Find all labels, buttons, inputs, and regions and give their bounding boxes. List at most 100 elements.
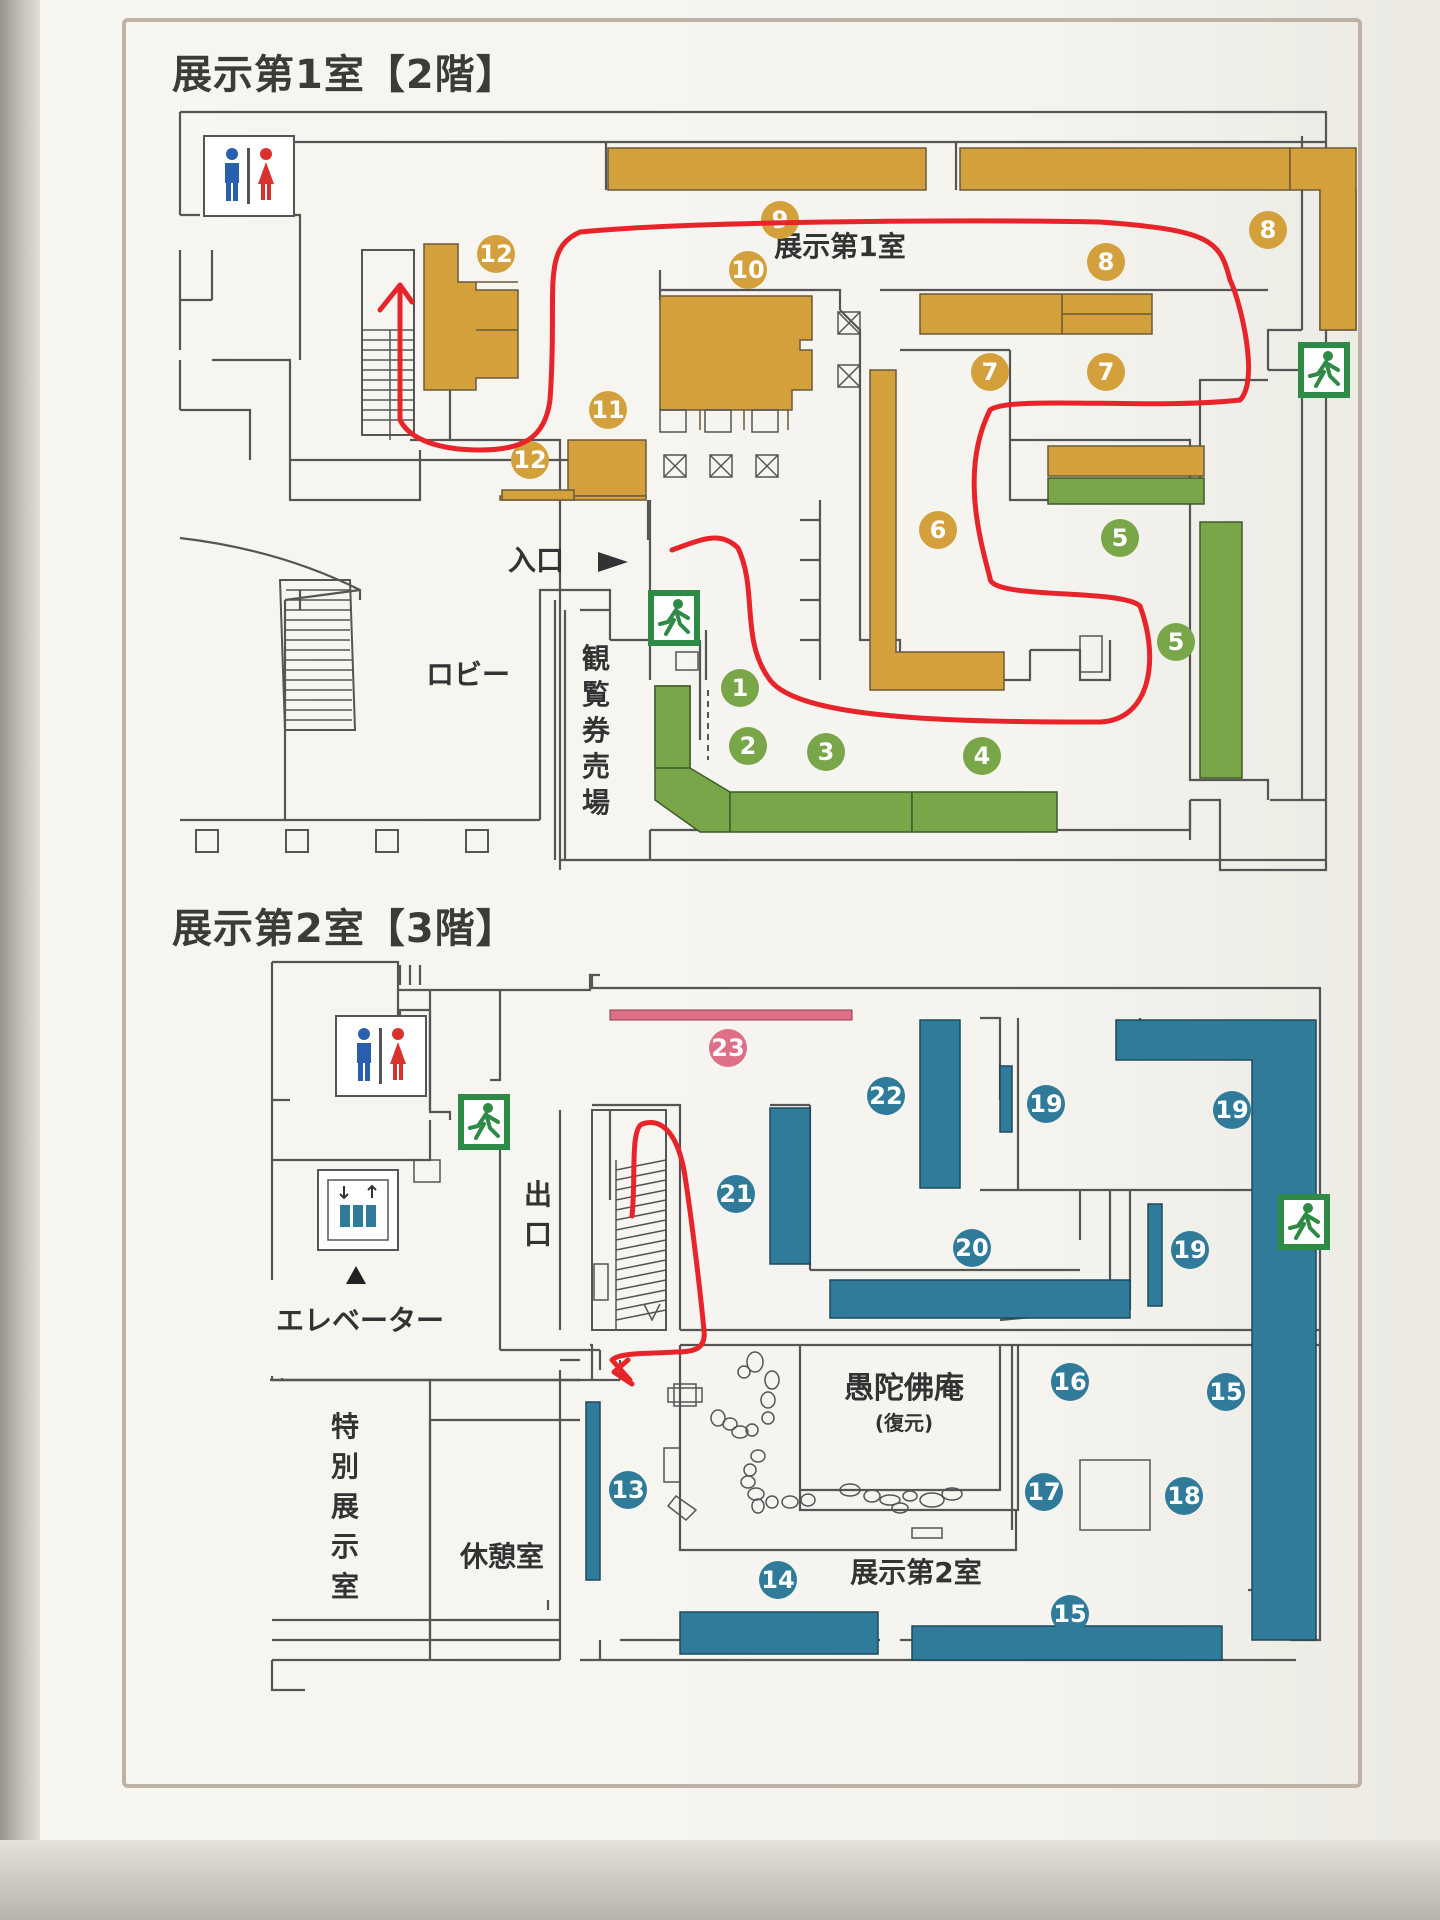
teahouse-sub-label: (復元) <box>875 1411 933 1435</box>
exhibit-marker-19 <box>1027 1085 1065 1123</box>
emergency-exit-icon <box>456 1092 512 1152</box>
exhibit-marker-number: 21 <box>719 1180 752 1208</box>
svg-text:券: 券 <box>582 714 611 747</box>
exhibit-marker-number: 19 <box>1029 1090 1062 1118</box>
exhibit-marker-number: 6 <box>930 516 947 544</box>
exhibit-marker-number: 10 <box>731 256 764 284</box>
svg-text:売: 売 <box>582 750 610 783</box>
map-frame <box>122 18 1362 1788</box>
lobby-stairs <box>278 579 357 731</box>
book-binding <box>0 0 40 1920</box>
rest-room-label: 休憩室 <box>459 1540 544 1573</box>
lobby-label: ロビー <box>426 658 510 691</box>
floor3-route-line <box>609 1120 707 1383</box>
exhibit-marker-16 <box>1051 1363 1089 1401</box>
exhibit-marker-number: 13 <box>611 1476 644 1504</box>
exhibit-marker-23 <box>709 1029 747 1067</box>
floor3-stairs <box>591 1109 667 1331</box>
svg-text:観: 観 <box>582 642 610 675</box>
exhibit-marker-15 <box>1051 1595 1089 1633</box>
exhibit-marker-number: 1 <box>732 674 749 702</box>
exhibit-marker-number: 17 <box>1027 1478 1060 1506</box>
exit-label: 出 口 <box>524 1178 552 1251</box>
svg-text:口: 口 <box>524 1218 552 1251</box>
elevator-arrow-icon <box>346 1266 366 1284</box>
svg-text:出: 出 <box>524 1178 552 1211</box>
exhibit-marker-2 <box>729 727 767 765</box>
floor2-room-label: 展示第1室 <box>774 230 905 263</box>
svg-text:示: 示 <box>331 1530 359 1563</box>
exhibit-marker-number: 7 <box>1098 358 1115 386</box>
exhibit-marker-12 <box>477 235 515 273</box>
exhibit-marker-number: 7 <box>982 358 999 386</box>
exhibit-marker-9 <box>761 201 799 239</box>
floor2-route-line <box>397 218 1252 725</box>
exhibit-marker-3 <box>807 733 845 771</box>
route-arrow <box>377 282 415 313</box>
exhibit-marker-number: 20 <box>955 1234 988 1262</box>
entrance-arrow-icon <box>598 552 628 572</box>
route-arrow <box>611 1357 635 1387</box>
teahouse-label: 愚陀佛庵 <box>844 1371 964 1406</box>
exhibit-marker-1 <box>721 669 759 707</box>
exhibit-marker-18 <box>1165 1477 1203 1515</box>
svg-text:展: 展 <box>331 1490 359 1523</box>
garden-stones <box>710 1351 963 1514</box>
exhibit-marker-number: 23 <box>711 1034 744 1062</box>
exhibit-marker-number: 12 <box>479 240 512 268</box>
elevator-icon <box>317 1159 441 1251</box>
exhibit-marker-number: 4 <box>974 742 991 770</box>
exhibit-marker-15 <box>1207 1373 1245 1411</box>
exhibit-marker-number: 14 <box>761 1566 794 1594</box>
emergency-exit-icon <box>1296 340 1352 400</box>
floor3-title: 展示第2室【3階】 <box>172 906 517 952</box>
svg-text:別: 別 <box>331 1450 359 1483</box>
exhibit-marker-number: 18 <box>1167 1482 1200 1510</box>
exhibit-marker-number: 19 <box>1173 1236 1206 1264</box>
exhibit-marker-10 <box>729 251 767 289</box>
emergency-exit-icon <box>646 588 702 648</box>
exhibit-marker-20 <box>953 1229 991 1267</box>
exhibit-marker-number: 16 <box>1053 1368 1086 1396</box>
exhibit-marker-number: 19 <box>1215 1096 1248 1124</box>
exhibit-marker-number: 5 <box>1168 628 1185 656</box>
exhibit-marker-19 <box>1213 1091 1251 1129</box>
lobby-wall <box>179 536 650 860</box>
exhibit-marker-number: 2 <box>740 732 757 760</box>
ticket-office-label: 観 覧 券 売 場 <box>582 642 611 819</box>
exhibit-marker-22 <box>867 1077 905 1115</box>
exhibit-marker-number: 8 <box>1260 216 1277 244</box>
exhibit-marker-number: 11 <box>591 396 624 424</box>
exhibit-marker-number: 12 <box>513 446 546 474</box>
exhibit-marker-number: 8 <box>1098 248 1115 276</box>
svg-text:覧: 覧 <box>582 678 610 711</box>
elevator-label: エレベーター <box>276 1304 444 1337</box>
svg-text:場: 場 <box>582 786 610 819</box>
restroom-icon <box>335 1015 427 1097</box>
exhibit-marker-13 <box>609 1471 647 1509</box>
exhibit-marker-11 <box>589 391 627 429</box>
exhibit-marker-5 <box>1157 623 1195 661</box>
exhibit-marker-4 <box>963 737 1001 775</box>
exhibit-marker-number: 3 <box>818 738 835 766</box>
svg-text:室: 室 <box>331 1570 359 1603</box>
exhibit-marker-5 <box>1101 519 1139 557</box>
exhibit-marker-14 <box>759 1561 797 1599</box>
exhibit-marker-8 <box>1249 211 1287 249</box>
special-exhibition-room-label: 特 別 展 示 室 <box>331 1410 359 1603</box>
restroom-icon <box>203 135 295 217</box>
exhibit-marker-number: 15 <box>1053 1600 1086 1628</box>
exhibit-marker-12 <box>511 441 549 479</box>
exhibit-marker-7 <box>971 353 1009 391</box>
page-shadow <box>0 1840 1440 1920</box>
exhibit-marker-8 <box>1087 243 1125 281</box>
exhibit-marker-21 <box>717 1175 755 1213</box>
exhibit-marker-number: 22 <box>869 1082 902 1110</box>
svg-text:特: 特 <box>331 1410 359 1443</box>
exhibit-marker-19 <box>1171 1231 1209 1269</box>
floor3-plan: 出 口 エレベーター 特 別 展 示 室 休憩室 愚陀佛庵 (復元) 展示第2室… <box>270 960 1332 1692</box>
exhibit-marker-number: 5 <box>1112 524 1129 552</box>
floor2-title: 展示第1室【2階】 <box>172 52 517 98</box>
